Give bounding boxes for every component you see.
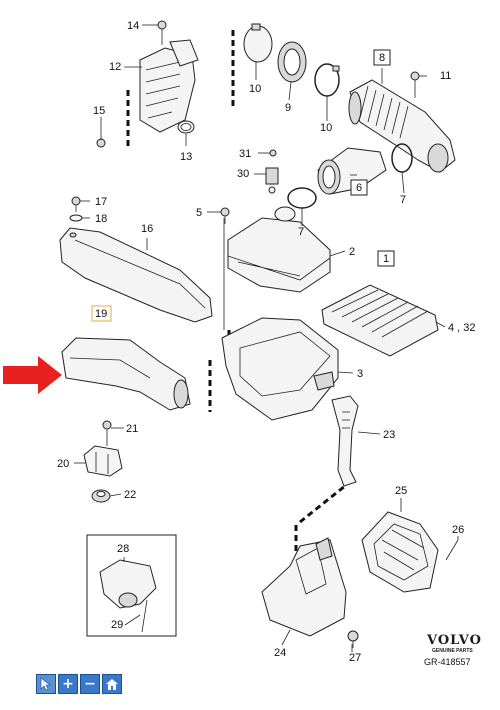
callout-22[interactable]: 22 xyxy=(124,489,136,501)
grommet-22[interactable] xyxy=(91,489,111,503)
resonator-part-12[interactable] xyxy=(139,39,199,133)
callout-8[interactable]: 8 xyxy=(379,52,385,64)
coupling-9[interactable] xyxy=(277,41,307,83)
clamp-10-left[interactable] xyxy=(243,23,273,63)
callout-9[interactable]: 9 xyxy=(285,102,291,114)
callout-20[interactable]: 20 xyxy=(57,458,69,470)
genuine-parts-text: GENUINE PARTS xyxy=(432,648,473,654)
cover-16[interactable] xyxy=(59,227,213,323)
callout-11[interactable]: 11 xyxy=(440,70,451,82)
callout-4-32[interactable]: 4 , 32 xyxy=(448,322,476,334)
zoom-in-button[interactable]: + xyxy=(58,674,78,694)
callout-24[interactable]: 24 xyxy=(274,647,286,659)
home-button[interactable] xyxy=(102,674,122,694)
callout-25[interactable]: 25 xyxy=(395,485,407,497)
callout-15[interactable]: 15 xyxy=(93,105,105,117)
zoom-toolbar: + − xyxy=(36,674,122,694)
callout-6-box xyxy=(350,179,368,196)
clamp-10-right[interactable] xyxy=(314,63,340,97)
intake-housing-24[interactable] xyxy=(261,537,347,637)
bolt-27[interactable] xyxy=(347,630,359,648)
bolt-26[interactable] xyxy=(445,539,459,561)
air-duct-19[interactable] xyxy=(61,337,191,411)
callout-18[interactable]: 18 xyxy=(95,213,107,225)
screw-29[interactable] xyxy=(141,599,148,633)
bolt-15[interactable] xyxy=(96,130,106,148)
intake-pipe-8[interactable] xyxy=(348,79,456,173)
bolt-11[interactable] xyxy=(410,71,420,98)
callout-31[interactable]: 31 xyxy=(239,148,251,160)
leader-lines xyxy=(74,24,459,652)
callout-5[interactable]: 5 xyxy=(196,207,202,219)
sensor-30[interactable] xyxy=(265,167,279,194)
callout-29[interactable]: 29 xyxy=(111,619,123,631)
reference-number: GR-418557 xyxy=(424,657,471,667)
callout-23[interactable]: 23 xyxy=(383,429,395,441)
callout-19[interactable]: 19 xyxy=(95,308,107,320)
seal-13[interactable] xyxy=(177,120,195,134)
connector-line xyxy=(299,484,346,524)
callout-10-left[interactable]: 10 xyxy=(249,83,261,95)
callout-labels: 14 12 15 13 10 9 10 8 11 31 30 6 7 7 5 1… xyxy=(57,20,476,664)
callout-1[interactable]: 1 xyxy=(383,253,389,265)
bolt-17[interactable] xyxy=(71,196,81,212)
hose-6[interactable] xyxy=(317,147,387,195)
red-direction-arrow xyxy=(3,356,62,394)
bolt-21[interactable] xyxy=(102,420,112,446)
hose-23[interactable] xyxy=(331,395,359,487)
callout-27[interactable]: 27 xyxy=(349,652,361,664)
clamp-7-mid[interactable] xyxy=(287,187,317,209)
panel-25[interactable] xyxy=(361,511,439,593)
callout-17[interactable]: 17 xyxy=(95,196,107,208)
callout-16[interactable]: 16 xyxy=(141,223,153,235)
volvo-logo: VOLVO xyxy=(426,633,482,648)
air-filter-4-32[interactable] xyxy=(321,284,439,357)
callout-8-box xyxy=(373,49,391,66)
callout-6[interactable]: 6 xyxy=(356,182,362,194)
air-cleaner-housing-3[interactable] xyxy=(221,317,339,421)
callout-2[interactable]: 2 xyxy=(349,246,355,258)
pointer-icon xyxy=(40,677,51,691)
volvo-brand-block: VOLVO GENUINE PARTS GR-418557 xyxy=(424,633,482,667)
callout-21[interactable]: 21 xyxy=(126,423,138,435)
callout-26[interactable]: 26 xyxy=(452,524,464,536)
screw-31[interactable] xyxy=(269,149,277,157)
callout-28[interactable]: 28 xyxy=(117,543,129,555)
callout-10-right[interactable]: 10 xyxy=(320,122,332,134)
callout-13[interactable]: 13 xyxy=(180,151,192,163)
callout-19-box xyxy=(91,305,112,322)
sensor-housing-28[interactable] xyxy=(99,559,157,609)
pointer-tool-button[interactable] xyxy=(36,674,56,694)
bracket-20[interactable] xyxy=(83,445,123,477)
bolt-14[interactable] xyxy=(157,20,167,45)
screw-5[interactable] xyxy=(220,207,230,224)
callout-14[interactable]: 14 xyxy=(127,20,139,32)
callout-30[interactable]: 30 xyxy=(237,168,249,180)
zoom-out-button[interactable]: − xyxy=(80,674,100,694)
washer-18[interactable] xyxy=(69,214,83,222)
callout-12[interactable]: 12 xyxy=(109,61,121,73)
callout-3[interactable]: 3 xyxy=(357,368,363,380)
air-cleaner-cover-2[interactable] xyxy=(227,206,331,293)
home-icon xyxy=(106,678,118,690)
callout-7-mid[interactable]: 7 xyxy=(298,226,304,238)
callout-1-box xyxy=(377,250,395,267)
callout-7-top[interactable]: 7 xyxy=(400,194,406,206)
